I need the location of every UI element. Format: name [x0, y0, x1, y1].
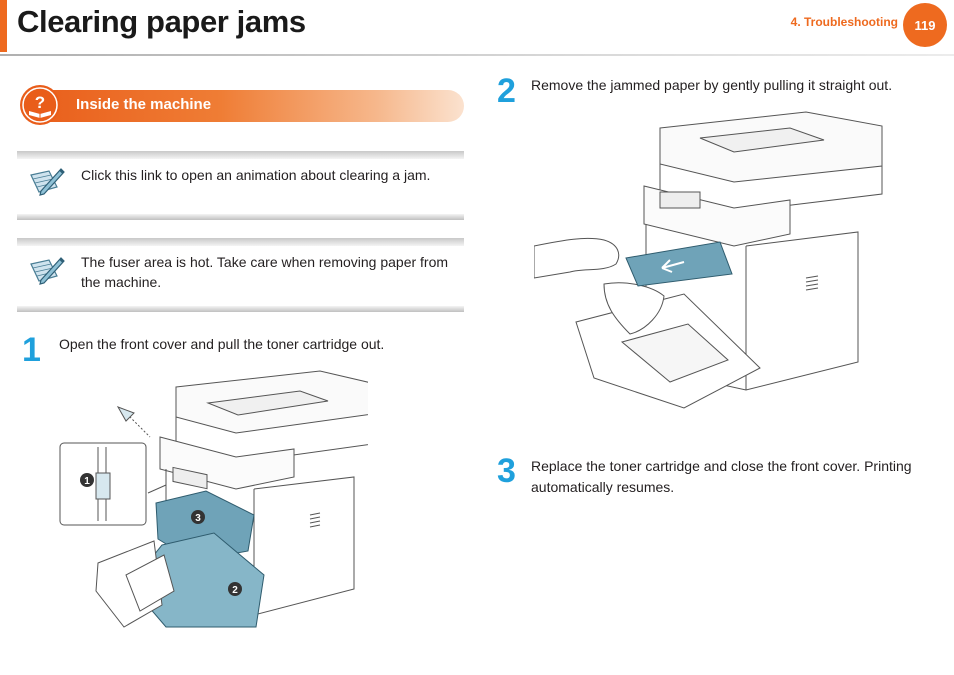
step-number-3: 3	[497, 452, 516, 490]
illustration-remove-jammed-paper	[534, 111, 883, 409]
help-book-icon: ?	[20, 85, 60, 125]
note-bottom-rule	[17, 306, 464, 312]
callout-3: 3	[195, 513, 201, 524]
step-number-2: 2	[497, 72, 516, 110]
step-number-1: 1	[22, 331, 41, 369]
illustration-open-cover-remove-toner: 1 2 3	[59, 370, 368, 628]
header-divider	[0, 54, 954, 56]
note-box-fuser-warning: The fuser area is hot. Take care when re…	[17, 238, 464, 312]
callout-2: 2	[232, 585, 238, 596]
note-text[interactable]: Click this link to open an animation abo…	[81, 167, 431, 183]
section-header-bar	[22, 90, 464, 122]
note-top-rule	[17, 151, 464, 159]
page-number-badge: 119	[903, 3, 947, 47]
step-text-3: Replace the toner cartridge and close th…	[531, 458, 912, 495]
note-text: The fuser area is hot. Take care when re…	[81, 254, 449, 290]
section-title: Inside the machine	[76, 96, 212, 113]
step-text-2: Remove the jammed paper by gently pullin…	[531, 77, 893, 93]
page-number: 119	[914, 17, 936, 33]
note-bottom-rule	[17, 214, 464, 220]
note-pencil-icon	[30, 168, 65, 196]
step-text-1: Open the front cover and pull the toner …	[59, 336, 385, 352]
note-top-rule	[17, 238, 464, 246]
page-title: Clearing paper jams	[17, 4, 306, 39]
callout-1: 1	[84, 476, 90, 487]
header-accent-bar	[0, 0, 7, 52]
chapter-label[interactable]: 4. Troubleshooting	[790, 15, 898, 29]
note-pencil-icon	[30, 257, 65, 285]
svg-text:?: ?	[35, 93, 45, 112]
note-box-animation: Click this link to open an animation abo…	[17, 151, 464, 220]
